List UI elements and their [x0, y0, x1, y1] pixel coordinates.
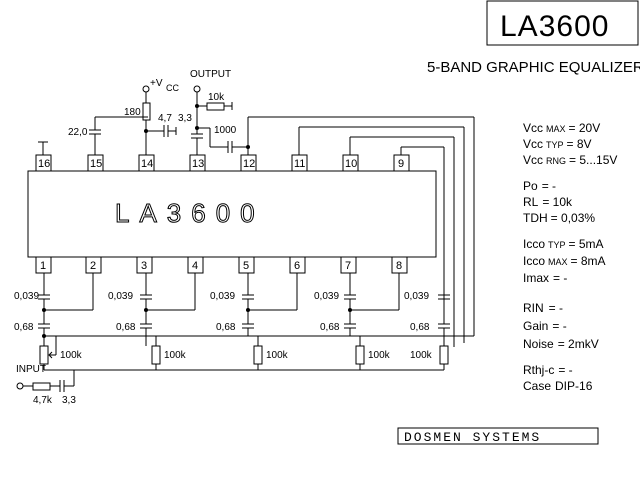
- input-resistor-label: 4,7k: [33, 395, 53, 406]
- band2-c-top: 0,039: [108, 291, 133, 302]
- ic-top-pins: 16 15 14 13 12 11 10 9: [35, 154, 410, 172]
- spec-gain: Gain= -: [523, 319, 567, 333]
- band4-c-bottom: 0,68: [320, 322, 340, 333]
- spec-rin: RIN= -: [523, 301, 563, 315]
- spec-rthj: Rthj-c= -: [523, 363, 573, 377]
- band3-c-bottom: 0,68: [216, 322, 236, 333]
- band5-pot: 100k: [410, 350, 433, 361]
- title-box: [486, 0, 639, 46]
- c1000-label: 1000: [214, 125, 237, 136]
- pin-1: 1: [40, 260, 46, 272]
- r180-label: 180: [124, 107, 141, 118]
- band5-c-top: 0,039: [404, 291, 429, 302]
- subtitle: 5-BAND GRAPHIC EQUALIZER: [427, 59, 640, 76]
- chip-title: LA3600: [500, 10, 609, 43]
- c33-out-label: 3,3: [178, 113, 192, 124]
- pin-14: 14: [141, 158, 153, 170]
- pin-4: 4: [192, 260, 198, 272]
- bottom-wiring: [16, 273, 474, 392]
- r10k-label: 10k: [208, 92, 225, 103]
- input-cap-label: 3,3: [62, 395, 76, 406]
- pin-15: 15: [90, 158, 102, 170]
- band2-c-bottom: 0,68: [116, 322, 136, 333]
- vcc-sub-label: CC: [166, 83, 179, 93]
- spec-tdh: TDH= 0,03%: [523, 211, 595, 225]
- ic-body: [27, 170, 437, 258]
- input-label: INPUT: [16, 364, 46, 375]
- brand-label: DOSMEN SYSTEMS: [404, 430, 541, 445]
- pin-16: 16: [38, 158, 50, 170]
- band3-c-top: 0,039: [210, 291, 235, 302]
- pin-6: 6: [294, 260, 300, 272]
- ic-body-label: LA3600: [115, 198, 265, 228]
- output-label: OUTPUT: [190, 69, 231, 80]
- pin-box-7: [340, 256, 357, 274]
- band3-pot: 100k: [266, 350, 289, 361]
- pin-2: 2: [90, 260, 96, 272]
- band1-pot: 100k: [60, 350, 83, 361]
- brand-box: [397, 427, 599, 445]
- pin-12: 12: [243, 158, 255, 170]
- pin-3: 3: [141, 260, 147, 272]
- band2-pot: 100k: [164, 350, 187, 361]
- pin-11: 11: [294, 158, 305, 170]
- band1-c-top: 0,039: [14, 291, 39, 302]
- top-wiring: [38, 85, 475, 347]
- pin-7: 7: [345, 260, 351, 272]
- band4-c-top: 0,039: [314, 291, 339, 302]
- spec-imax: Imax= -: [523, 271, 567, 285]
- band-labels: 0,039 0,68 100k 0,039 0,68 100k 0,039 0,…: [14, 291, 433, 361]
- c22-label: 22,0: [68, 127, 88, 138]
- pin-10: 10: [345, 158, 357, 170]
- spec-po: Po= -: [523, 179, 556, 193]
- ic-bottom-pins: 1 2 3 4 5 6 7 8: [35, 256, 408, 274]
- spec-rl: RL= 10k: [523, 195, 573, 209]
- band5-c-bottom: 0,68: [410, 322, 430, 333]
- band1-c-bottom: 0,68: [14, 322, 34, 333]
- spec-noise: Noise= 2mkV: [523, 337, 599, 351]
- band4-pot: 100k: [368, 350, 391, 361]
- pin-9: 9: [398, 158, 404, 170]
- pin-box-3: [136, 256, 153, 274]
- pin-13: 13: [192, 158, 204, 170]
- pin-5: 5: [243, 260, 249, 272]
- pin-box-5: [238, 256, 255, 274]
- pin-8: 8: [396, 260, 402, 272]
- c47-label: 4,7: [158, 113, 172, 124]
- vcc-label: +V: [150, 78, 163, 89]
